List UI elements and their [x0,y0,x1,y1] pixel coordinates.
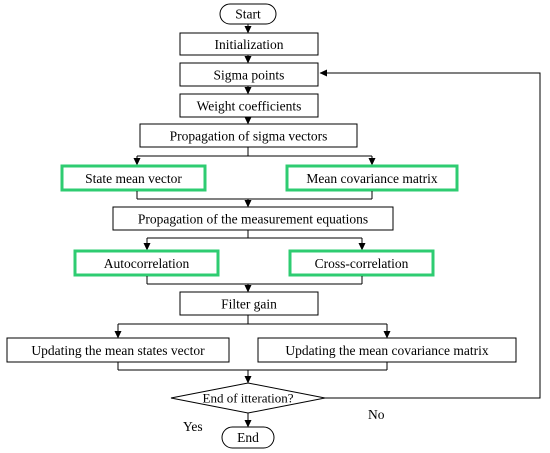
start-label: Start [235,7,261,22]
initialization-box [179,32,319,56]
initialization-label: Initialization [215,37,284,52]
state-mean-label: State mean vector [85,171,182,186]
propagation-measurement-label: Propagation of the measurement equations [138,212,368,227]
update-mean-states-label: Updating the mean states vector [31,343,205,358]
update-mean-states-box [6,337,230,363]
end-label: End [237,430,259,445]
propagation-measurement-box [112,206,394,231]
propagation-sigma-label: Propagation of sigma vectors [170,129,328,144]
mean-covariance-label: Mean covariance matrix [306,171,437,186]
end-iteration-label: End of itteration? [203,391,294,406]
cross-correlation-box [288,249,435,277]
end-terminal [221,426,275,449]
autocorrelation-box [73,249,220,277]
cross-correlation-label: Cross-correlation [315,256,409,271]
weight-coefficients-label: Weight coefficients [197,99,302,114]
mean-covariance-box [285,164,459,192]
autocorrelation-label: Autocorrelation [104,256,190,271]
filter-gain-box [179,291,319,316]
sigma-points-box [179,62,319,87]
yes-branch-label: Yes [183,419,203,434]
sigma-points-label: Sigma points [214,68,285,83]
filter-gain-label: Filter gain [221,297,277,312]
no-branch-label: No [368,407,385,422]
update-mean-covariance-label: Updating the mean covariance matrix [285,343,488,358]
update-mean-covariance-box [257,337,517,363]
state-mean-box [60,164,207,192]
no-loop-connector [319,69,541,399]
